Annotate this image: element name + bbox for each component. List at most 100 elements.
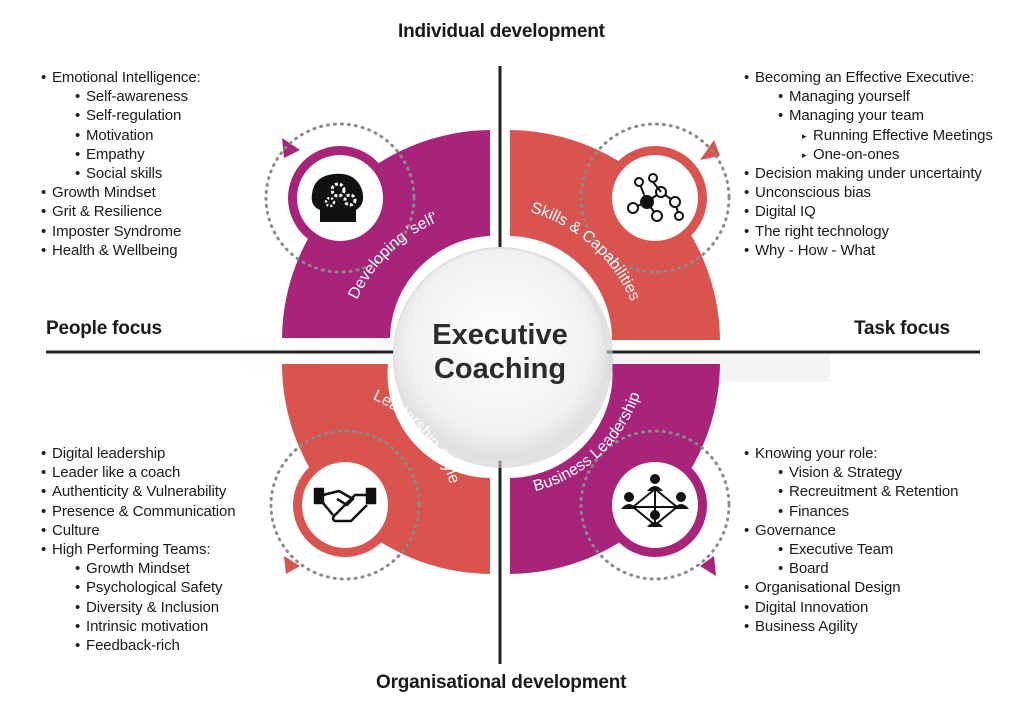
list-item: •Psychological Safety: [41, 578, 236, 597]
list-item: ▸Running Effective Meetings: [744, 126, 993, 145]
bullet-icon: •: [75, 107, 81, 125]
list-item: •Intrinsic motivation: [41, 617, 236, 636]
list-item: •Unconscious bias: [744, 183, 993, 202]
bullet-icon: •: [75, 145, 81, 163]
list-item-text: Organisational Design: [755, 579, 901, 597]
list-item: • Managing yourself: [744, 87, 993, 106]
dotted-ring-bottom-right: [579, 429, 731, 581]
bullet-icon: •: [744, 203, 750, 221]
axis-label-right: Task focus: [854, 318, 950, 339]
list-item: •Social skills: [41, 164, 201, 183]
list-item: • Self-regulation: [41, 106, 201, 125]
list-item-text: Grit & Resilience: [52, 203, 163, 221]
list-item-text: Presence & Communication: [52, 502, 236, 520]
list-item-text: Digital leadership: [52, 445, 166, 462]
list-item: • Feedback-rich: [41, 636, 236, 655]
list-item: •Grit & Resilience: [41, 202, 201, 221]
list-item: •Why - How - What: [744, 241, 993, 260]
list-item-text: Health & Wellbeing: [52, 241, 178, 259]
list-item-text: Self-regulation: [86, 107, 182, 125]
list-item: • Presence & Communication: [41, 502, 236, 521]
list-item: •Finances: [744, 502, 958, 521]
list-item: • Digital leadership: [41, 444, 236, 463]
bullet-icon: •: [744, 164, 750, 182]
bullet-icon: •: [75, 636, 81, 654]
list-item-text: Becoming an Effective Executive:: [755, 69, 975, 86]
list-item-text: Self-awareness: [86, 88, 188, 106]
bullet-icon: •: [41, 540, 47, 558]
list-item: •Culture: [41, 521, 236, 540]
list-organisational-task: •Knowing your role:•Vision & Strategy•Re…: [744, 444, 958, 636]
list-item-text: Decision making under uncertainty: [755, 164, 982, 182]
list-item: ▸ One-on-ones: [744, 145, 993, 164]
list-item-text: Why - How - What: [755, 241, 876, 259]
list-item: • Imposter Syndrome: [41, 222, 201, 241]
list-item-text: Executive Team: [789, 540, 894, 558]
molecule-network-icon: [627, 173, 684, 222]
center-title-line1: Executive: [432, 319, 568, 351]
bullet-icon: •: [41, 445, 47, 462]
segment-leadership-style: [282, 364, 490, 574]
list-item-text: Diversity & Inclusion: [86, 598, 219, 616]
list-item-text: One-on-ones: [813, 145, 900, 163]
bullet-icon: •: [778, 502, 784, 520]
bullet-icon: •: [75, 164, 81, 182]
bullet-icon: •: [41, 241, 47, 259]
dotted-ring-top-right: [579, 122, 731, 274]
list-item-text: Managing yourself: [789, 88, 910, 106]
bullet-icon: •: [744, 445, 750, 462]
list-item-text: Feedback-rich: [86, 636, 180, 654]
bullet-icon: •: [744, 579, 750, 597]
list-item: •Managing your team: [744, 106, 993, 125]
list-item-text: Intrinsic motivation: [86, 617, 209, 635]
list-item-text: Managing your team: [789, 107, 924, 125]
bullet-icon: •: [41, 502, 47, 520]
list-item: •Motivation: [41, 126, 201, 145]
list-item-text: Empathy: [86, 145, 145, 163]
bullet-icon: •: [75, 88, 81, 106]
triangle-bullet-icon: ▸: [802, 130, 807, 141]
list-item: •Digital Innovation: [744, 598, 958, 617]
list-individual-people: •Emotional Intelligence:•Self-awareness•…: [41, 68, 201, 260]
list-item-text: Imposter Syndrome: [52, 222, 182, 240]
list-individual-task: •Becoming an Effective Executive:•Managi…: [744, 68, 993, 260]
list-item-text: Motivation: [86, 126, 154, 144]
arrow-tip-bottom-left: [284, 556, 300, 574]
bullet-icon: •: [41, 464, 47, 482]
bullet-icon: •: [41, 69, 47, 86]
list-item: • Empathy: [41, 145, 201, 164]
arrow-tip-top-right: [700, 140, 720, 160]
arrow-tip-bottom-right: [700, 556, 716, 576]
list-item: •Becoming an Effective Executive:: [744, 68, 993, 87]
center-circle: [393, 247, 607, 461]
list-item-text: Psychological Safety: [86, 579, 223, 597]
bullet-icon: •: [744, 521, 750, 539]
list-item: •Diversity & Inclusion: [41, 598, 236, 617]
arrow-tip-top-left: [282, 138, 300, 158]
list-item-text: The right technology: [755, 222, 889, 240]
axis-label-bottom: Organisational development: [376, 672, 627, 693]
bullet-icon: •: [778, 540, 784, 558]
list-item: •Growth Mindset: [41, 559, 236, 578]
badge-top-right: [603, 146, 707, 250]
bullet-icon: •: [41, 483, 47, 501]
bullet-icon: •: [41, 222, 47, 240]
bullet-icon: •: [778, 88, 784, 106]
list-item: • Decision making under uncertainty: [744, 164, 993, 183]
center-title: Executive Coaching: [400, 318, 600, 386]
list-item-text: Leader like a coach: [52, 464, 181, 482]
list-item-text: High Performing Teams:: [52, 540, 211, 558]
handshake-icon: [313, 487, 377, 523]
list-item: •Board: [744, 559, 958, 578]
list-item: • High Performing Teams:: [41, 540, 236, 559]
list-item: • Executive Team: [744, 540, 958, 559]
list-item-text: Recreuitment & Retention: [789, 483, 959, 501]
axis-label-left: People focus: [46, 318, 162, 339]
bullet-icon: •: [744, 598, 750, 616]
list-item: •Growth Mindset: [41, 183, 201, 202]
team-network-icon: [621, 474, 689, 527]
segment-developing-self: [282, 130, 490, 338]
brain-gears-icon: [311, 173, 364, 222]
triangle-bullet-icon: ▸: [802, 149, 807, 160]
